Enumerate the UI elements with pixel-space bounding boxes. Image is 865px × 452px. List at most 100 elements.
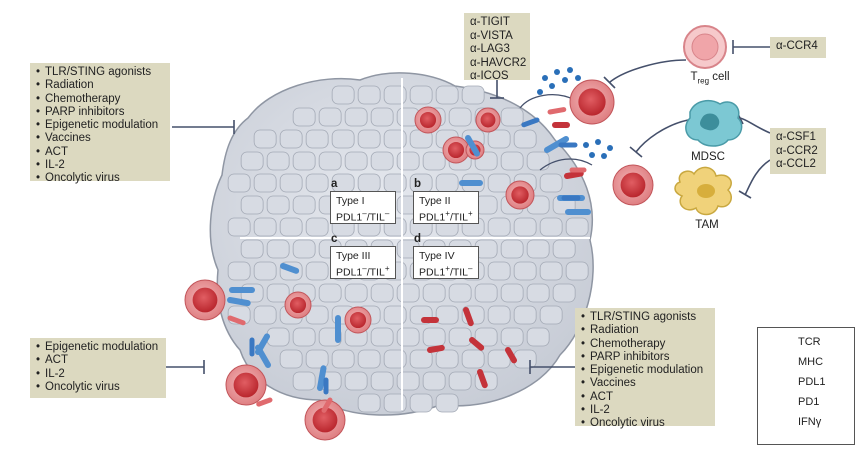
- tumor-cell: [383, 349, 407, 369]
- tumor-cell: [565, 261, 589, 281]
- tumor-cell: [526, 239, 550, 259]
- pdl1-til-status: PDL1–/TIL+: [336, 263, 390, 279]
- tumor-cell: [435, 305, 459, 325]
- tumor-cell: [292, 107, 316, 127]
- tumor-cell: [500, 327, 524, 347]
- myeloid-antibody-label: α-CSF1: [776, 131, 816, 143]
- ccr4-antibody-label: α-CCR4: [776, 40, 818, 52]
- tumor-cell: [526, 327, 550, 347]
- tumor-cell: [487, 305, 511, 325]
- tumor-cell: [344, 283, 368, 303]
- treg-cell-graphic: [683, 25, 727, 69]
- tumor-cell: [422, 283, 446, 303]
- tumor-cell: [292, 327, 316, 347]
- tumor-cell: [383, 305, 407, 325]
- left-top-therapy-item: PARP inhibitors: [36, 106, 164, 120]
- tumor-cell: [292, 195, 316, 215]
- tumor-cell: [370, 371, 394, 391]
- tumor-type-label: Type II: [419, 195, 451, 207]
- ccr4-antibody-box: α-CCR4: [770, 37, 826, 58]
- tumor-cell: [552, 283, 576, 303]
- t-cells: [184, 79, 654, 441]
- tumor-type-label: Type IV: [419, 250, 455, 262]
- tumor-cell: [539, 261, 563, 281]
- mhc-receptor: [255, 344, 271, 368]
- tumor-cell: [448, 327, 472, 347]
- tumor-cell: [539, 217, 563, 237]
- myeloid-antibody-label: α-CCR2: [776, 144, 818, 157]
- t-cell: [505, 180, 535, 210]
- tumor-cell: [539, 305, 563, 325]
- tumor-cell: [292, 239, 316, 259]
- tumor-cell: [526, 151, 550, 171]
- left-top-therapy-item: Radiation: [36, 79, 164, 93]
- legend-label-pd1: PD1: [798, 396, 820, 408]
- tumor-cell: [448, 283, 472, 303]
- pd1-receptor: [547, 107, 567, 115]
- ifng-dots: [537, 67, 613, 159]
- tumor-cell: [396, 371, 420, 391]
- pd1-receptor: [256, 397, 273, 407]
- treg-cell-word: cell: [709, 71, 730, 83]
- t-cell: [225, 364, 267, 406]
- quadrant-letter-c: c: [331, 233, 338, 245]
- tumor-cell: [266, 327, 290, 347]
- tumor-cell: [422, 371, 446, 391]
- checkpoint-antibody-label: α-VISTA: [470, 29, 513, 42]
- tumor-cell: [279, 217, 303, 237]
- pd1-receptor: [321, 397, 333, 413]
- tumor-cell: [240, 239, 264, 259]
- left-bottom-therapy-item: ACT: [36, 354, 160, 368]
- tumor-cell: [240, 151, 264, 171]
- pdl1-ligand: [477, 369, 488, 389]
- mdsc-graphic: [685, 99, 743, 147]
- tumor-cell: [292, 151, 316, 171]
- tumor-cell: [253, 305, 277, 325]
- right-bottom-therapy-item: ACT: [581, 391, 709, 405]
- tumor-cell: [344, 371, 368, 391]
- left-top-therapy-item: TLR/STING agonists: [36, 66, 164, 80]
- tumor-cell: [474, 283, 498, 303]
- right-bottom-therapy-item: PARP inhibitors: [581, 351, 709, 365]
- tumor-cell: [318, 107, 342, 127]
- left-bottom-therapy-item: Oncolytic virus: [36, 381, 160, 395]
- receptors: [227, 107, 591, 413]
- pdl1-ligand: [463, 307, 474, 327]
- checkpoint-antibody-label: α-ICOS: [470, 70, 509, 82]
- tumor-cell: [461, 85, 485, 105]
- t-cell: [612, 164, 654, 206]
- tumor-cell: [344, 107, 368, 127]
- tumor-cell: [500, 107, 524, 127]
- tumor-cell: [266, 283, 290, 303]
- inhibition-lines: [166, 40, 771, 374]
- tumor-cell: [370, 107, 394, 127]
- tumor-cell: [526, 283, 550, 303]
- tumor-cell: [357, 393, 381, 413]
- t-cell: [475, 107, 501, 133]
- tumor-cell: [305, 129, 329, 149]
- t-cell: [344, 306, 372, 334]
- left-bottom-therapy-list: Epigenetic modulationACTIL-2Oncolytic vi…: [36, 341, 160, 394]
- tumor-cell: [305, 261, 329, 281]
- tumor-type-label: Type I: [336, 195, 365, 207]
- tumor-cell: [513, 129, 537, 149]
- checkpoint-antibody-label: α-TIGIT: [470, 16, 510, 28]
- mhc-receptor: [544, 136, 570, 153]
- right-bottom-therapy-item: Chemotherapy: [581, 338, 709, 352]
- tumor-cell: [253, 129, 277, 149]
- tumor-cell: [474, 327, 498, 347]
- left-bottom-therapy-item: IL-2: [36, 368, 160, 382]
- tumor-cell: [396, 327, 420, 347]
- tumor-cell: [422, 327, 446, 347]
- mhc-receptor: [317, 365, 327, 391]
- tam-label: TAM: [695, 219, 719, 231]
- quadrant-letter-d: d: [414, 233, 422, 245]
- tumor-cell: [422, 151, 446, 171]
- treg-t-letter: T: [690, 71, 698, 83]
- tumor-cell: [513, 217, 537, 237]
- right-bottom-therapy-item: Radiation: [581, 324, 709, 338]
